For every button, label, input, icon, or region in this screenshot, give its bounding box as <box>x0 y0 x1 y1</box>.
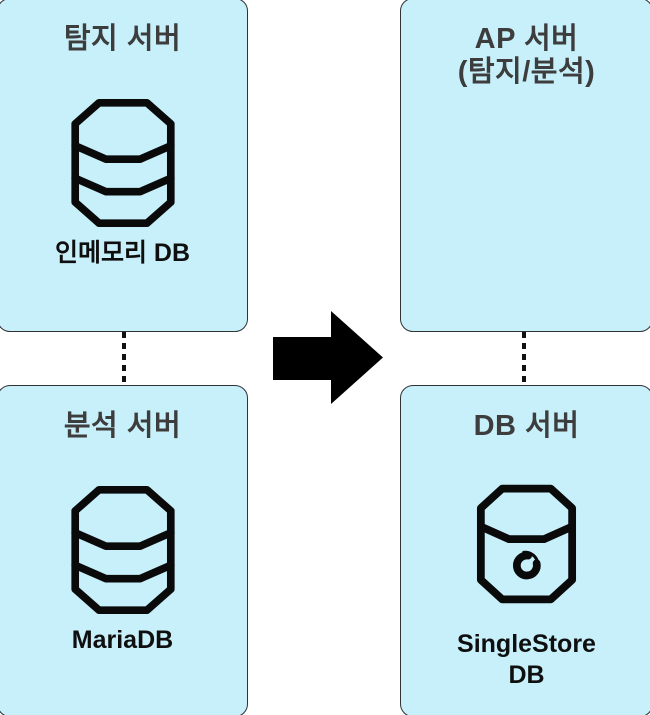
db-label-line2: DB <box>508 661 545 689</box>
db-label: SingleStore DB <box>457 629 596 691</box>
db-server-box: DB 서버 SingleStore DB <box>400 385 650 715</box>
database-stack-icon <box>70 98 175 228</box>
right-arrow-icon <box>273 311 383 404</box>
dotted-connector-right <box>522 332 526 385</box>
analysis-server-box: 분석 서버 MariaDB <box>0 385 248 715</box>
box-title-line1: AP 서버 <box>474 23 579 55</box>
db-label: MariaDB <box>71 626 174 654</box>
database-stack-icon <box>70 485 175 615</box>
box-title: 탐지 서버 <box>63 23 182 55</box>
db-label-line1: SingleStore <box>457 630 596 658</box>
dotted-connector-left <box>122 332 126 385</box>
detection-server-box: 탐지 서버 인메모리 DB <box>0 0 248 332</box>
singlestore-db-icon <box>476 484 577 604</box>
db-label: 인메모리 DB <box>54 239 191 267</box>
box-title-line2: (탐지/분석) <box>457 56 596 88</box>
box-title: AP 서버 (탐지/분석) <box>458 23 596 89</box>
ap-server-box: AP 서버 (탐지/분석) <box>400 0 650 332</box>
box-title: DB 서버 <box>473 410 580 442</box>
box-title: 분석 서버 <box>63 410 182 442</box>
